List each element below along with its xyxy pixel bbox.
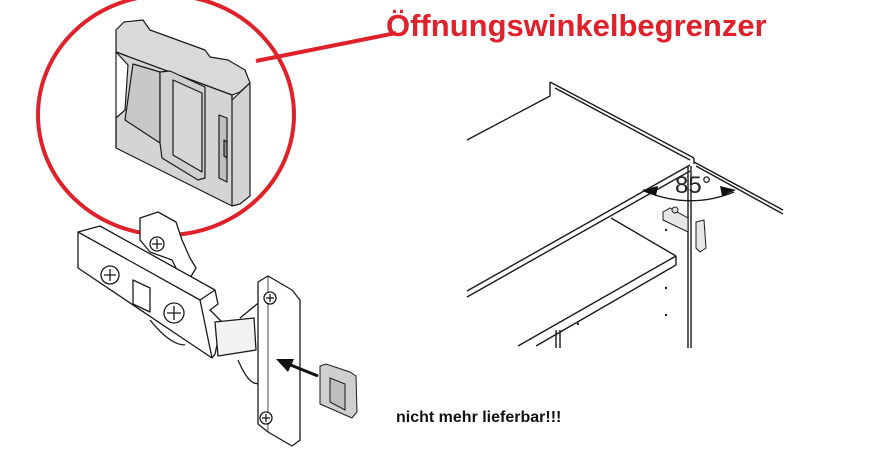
insert-arrow-head-icon: [276, 359, 294, 372]
hinge-icon: [77, 211, 301, 447]
leader-line: [255, 31, 397, 63]
insert-arrow-line: [287, 362, 319, 378]
diagram-title: Öffnungswinkelbegrenzer: [386, 8, 767, 43]
limiter-closeup-icon: [115, 19, 251, 207]
angle-arrow-right-icon: [720, 186, 736, 196]
angle-label: 85°: [675, 172, 712, 199]
availability-notice: nicht mehr lieferbar!!!: [396, 409, 562, 426]
limiter-small-icon: [319, 363, 358, 419]
cabinet-icon: [466, 81, 784, 348]
cabinet-hinge-icon: [662, 206, 707, 253]
angle-arrow-left-icon: [642, 186, 658, 196]
cabinet-holes: [576, 228, 668, 326]
